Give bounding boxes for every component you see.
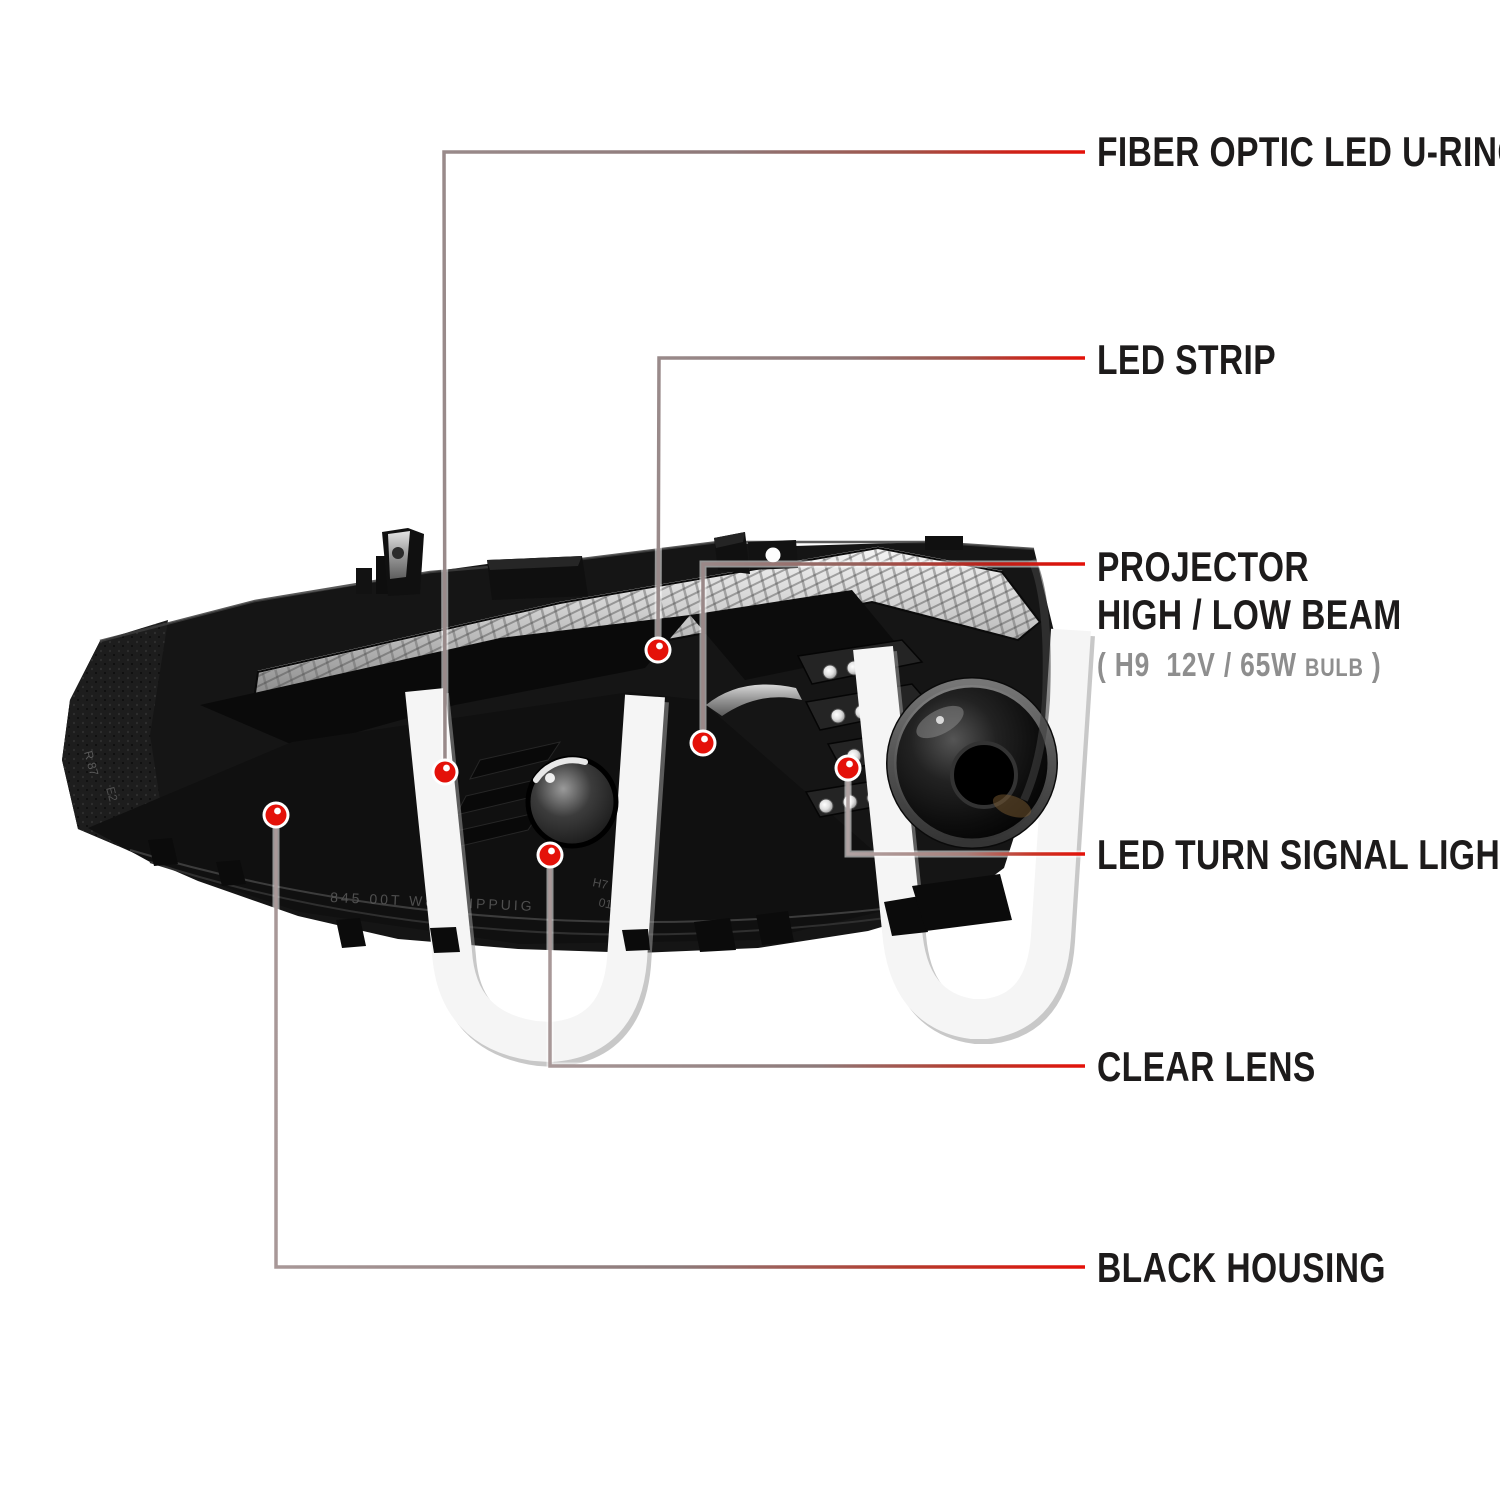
callout-dot-turn-signal: [834, 754, 862, 782]
leader-line-fiber-optic: [442, 150, 1085, 773]
leader-line-turn-signal: [846, 768, 1085, 856]
leader-line-led-strip: [656, 356, 1085, 651]
callout-dot-fiber-optic: [431, 758, 459, 786]
rear-stamp-marks: R 87 E2: [81, 749, 120, 803]
side-gloss-highlight: [1020, 558, 1051, 802]
callout-dots: [262, 636, 862, 869]
headlight-photo: 845 00T W8-HAIPPUIG H7 010 R 87 E2: [62, 528, 1095, 1068]
mounting-brackets: [356, 528, 963, 600]
left-u-ring: [405, 687, 665, 1063]
bulb-spec-suffix: ): [1363, 646, 1382, 683]
bulb-spec-prefix: ( H9 12V / 65W: [1097, 646, 1305, 683]
leader-line-projector: [701, 562, 1085, 743]
projector-title-line1: PROJECTOR: [1097, 543, 1310, 590]
leader-line-black-housing: [274, 815, 1085, 1269]
left-lens: [525, 755, 619, 849]
bottom-mounting-tabs: [148, 838, 1012, 953]
projector-lens: [886, 677, 1058, 849]
callout-dot-clear-lens: [536, 841, 564, 869]
callout-label-led-strip: LED STRIP: [1097, 336, 1277, 383]
callout-label-fiber-optic: FIBER OPTIC LED U-RINGS: [1097, 128, 1500, 175]
side-mark-1: H7: [591, 875, 609, 892]
callout-label-clear-lens: CLEAR LENS: [1097, 1043, 1316, 1090]
right-u-ring: [853, 628, 1091, 1039]
leader-lines: [272, 148, 1085, 1271]
callout-dot-black-housing: [262, 801, 290, 829]
projector-title-line2: HIGH / LOW BEAM: [1097, 591, 1402, 638]
leader-line-clear-lens: [548, 855, 1085, 1068]
callout-dot-projector: [689, 729, 717, 757]
callout-label-projector: PROJECTOR HIGH / LOW BEAM ( H9 12V / 65W…: [1097, 543, 1402, 681]
projector-bulb-spec: ( H9 12V / 65W BULB ): [1097, 648, 1402, 681]
callout-label-turn-signal: LED TURN SIGNAL LIGHT: [1097, 831, 1500, 878]
callout-label-black-housing: BLACK HOUSING: [1097, 1244, 1386, 1291]
rear-stamp-1: R 87: [81, 749, 101, 777]
callout-dot-led-strip: [644, 636, 672, 664]
rear-textured-face: [62, 620, 168, 846]
chrome-trim: [706, 684, 802, 716]
bracket-hole: [765, 547, 781, 563]
rear-stamp-2: E2: [103, 785, 120, 803]
bulb-spec-small: BULB: [1304, 654, 1364, 682]
